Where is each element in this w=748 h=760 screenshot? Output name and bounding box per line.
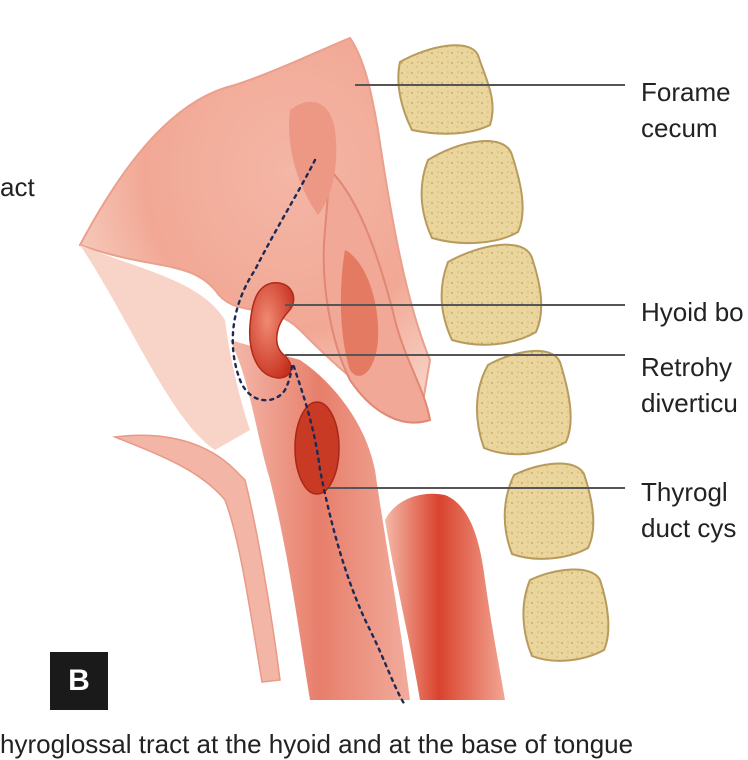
foramen-cecum-label-line-2: cecum (641, 113, 718, 143)
retrohyoid-label-line-1: Retrohy (641, 352, 733, 382)
vertebra-5 (503, 462, 595, 560)
hyoid-bone-label: Hyoid bo (641, 297, 744, 327)
left-cut-label: act (0, 172, 35, 202)
thyroglossal-label-line-1: Thyrogl (641, 477, 728, 507)
figure-caption: hyroglossal tract at the hyoid and at th… (0, 729, 634, 759)
strap-muscle (112, 434, 281, 683)
leader-lines (285, 84, 625, 489)
thyroglossal-cyst (294, 401, 340, 495)
retrohyoid-label-line-2: diverticu (641, 388, 738, 418)
epiglottis (340, 250, 379, 376)
pharynx-groove (289, 101, 337, 215)
panel-letter-badge: B (50, 652, 108, 710)
hyoid-bone (248, 282, 295, 379)
floor-tissue (80, 245, 250, 450)
foramen-cecum-label-line-1: Forame (641, 77, 731, 107)
esophagus (385, 493, 505, 700)
vertebra-1 (397, 44, 494, 135)
thyroglossal-label-line-2: duct cys (641, 513, 737, 543)
vertebra-3 (440, 243, 543, 346)
vertebra-4 (476, 349, 572, 456)
vertebra-6 (522, 568, 610, 662)
larynx-trachea (230, 340, 410, 700)
vertebra-2 (420, 140, 524, 245)
